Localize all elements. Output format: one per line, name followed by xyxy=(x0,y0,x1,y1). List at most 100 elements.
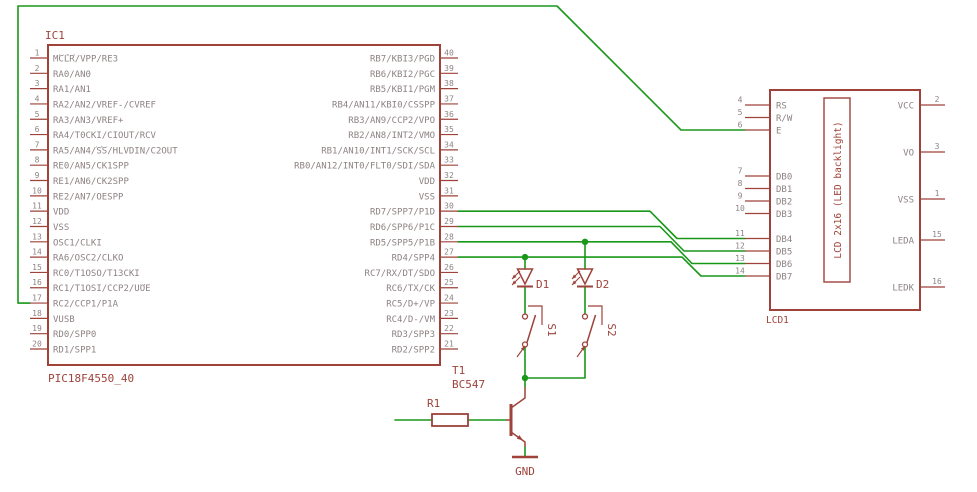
pin-name: LEDA xyxy=(892,237,914,247)
pin-name: DB4 xyxy=(776,235,792,245)
pin-number: 7 xyxy=(738,167,743,176)
switch-actuator xyxy=(528,305,543,325)
pin-number: 24 xyxy=(444,294,454,303)
pin-name: RC2/CCP1/P1A xyxy=(53,300,119,310)
pin-name: RC4/D-/VM xyxy=(386,315,435,325)
pin-name: RD7/SPP7/P1D xyxy=(370,208,435,218)
switch-contact xyxy=(581,313,589,320)
pin-name: RB0/AN12/INT0/FLT0/SDI/SDA xyxy=(294,162,435,172)
pin-number: 23 xyxy=(444,309,454,318)
ic1-value-label: PIC18F4550_40 xyxy=(48,372,134,385)
pin-name: RD2/SPP2 xyxy=(392,346,435,356)
pin-name: RD0/SPP0 xyxy=(53,330,96,340)
junction-dot xyxy=(521,253,529,261)
t1-ref-label: T1 xyxy=(452,364,465,377)
junction-dot xyxy=(521,374,529,382)
pin-name: VSS xyxy=(419,192,435,202)
pin-name: RE0/AN5/CK1SPP xyxy=(53,162,129,172)
lcd1-value-label: LCD 2x16 (LED backlight) xyxy=(833,121,844,258)
d2-ref-label: D2 xyxy=(596,278,609,291)
pin-name: VDD xyxy=(53,208,69,218)
switch-actuator xyxy=(588,305,603,325)
pin-name: OSC1/CLKI xyxy=(53,238,102,248)
pin-name: DB1 xyxy=(776,185,792,195)
ic1-ref-label: IC1 xyxy=(45,29,65,42)
pin-name: DB2 xyxy=(776,198,792,208)
switch-contact xyxy=(521,341,529,348)
pin-name: RA2/AN2/VREF-/CVREF xyxy=(53,100,156,110)
label-layer: IC1 PIC18F4550_40 LCD1 LCD 2x16 (LED bac… xyxy=(45,29,844,478)
pin-name: RD4/SPP4 xyxy=(392,254,435,264)
transistor-emitter-arrow xyxy=(516,435,523,441)
pin-number: 32 xyxy=(444,171,454,180)
s1-ref-label: S1 xyxy=(545,323,558,336)
pin-number: 10 xyxy=(735,204,745,213)
pin-number: 15 xyxy=(32,263,42,272)
led-triangle xyxy=(576,268,594,286)
t1-value-label: BC547 xyxy=(452,378,485,391)
pin-number: 36 xyxy=(444,110,454,119)
lcd1-box xyxy=(769,89,921,311)
r1-ref-label: R1 xyxy=(427,397,440,410)
d1-ref-label: D1 xyxy=(536,278,549,291)
pin-name: RA4/T0CKI/CIOUT/RCV xyxy=(53,131,157,141)
pin-name: VUSB xyxy=(53,315,75,325)
pin-name: RS xyxy=(776,102,787,112)
wire xyxy=(457,210,746,240)
pin-number: 19 xyxy=(32,324,42,333)
switch-actuation-arrow-head xyxy=(580,346,585,351)
pin-number: 1 xyxy=(935,189,940,198)
led-emission-arrow-head xyxy=(572,274,577,279)
pin-number: 7 xyxy=(35,140,40,149)
pin-name: VCC xyxy=(898,102,914,112)
led-emission-arrow-head xyxy=(572,280,577,285)
pin-number: 37 xyxy=(444,94,454,103)
pin-number: 3 xyxy=(35,79,40,88)
pin-name: RA0/AN0 xyxy=(53,70,91,80)
pin-number: 5 xyxy=(35,110,40,119)
pin-number: 40 xyxy=(444,49,454,58)
pin-number: 16 xyxy=(932,277,942,286)
pin-layer: 1MCLR/VPP/RE340RB7/KBI3/PGD2RA0/AN039RB6… xyxy=(30,49,945,356)
pin-number: 38 xyxy=(444,79,454,88)
pin-name: VSS xyxy=(898,196,914,206)
pin-number: 26 xyxy=(444,263,454,272)
pin-number: 13 xyxy=(32,232,42,241)
ic1-box xyxy=(47,44,441,366)
led-emission-arrow-head xyxy=(512,274,517,279)
wire xyxy=(524,346,586,379)
pin-name: MCLR/VPP/RE3 xyxy=(53,55,118,65)
pin-number: 34 xyxy=(444,140,454,149)
junction-dot xyxy=(581,238,589,245)
pin-number: 5 xyxy=(738,108,743,117)
pin-number: 21 xyxy=(444,340,454,349)
switch-lever xyxy=(586,314,597,343)
led-emission-arrow-head xyxy=(512,280,517,285)
pin-number: 12 xyxy=(735,242,745,251)
pin-name: RB6/KBI2/PGC xyxy=(370,70,435,80)
pin-name: LEDK xyxy=(892,284,914,294)
lcd1-ref-label: LCD1 xyxy=(766,315,789,326)
pin-number: 11 xyxy=(32,202,42,211)
switch-actuation-arrow-head xyxy=(520,346,525,351)
gnd-label: GND xyxy=(515,465,535,478)
pin-number: 25 xyxy=(444,278,454,287)
pin-name: DB3 xyxy=(776,210,792,220)
pin-name: RC6/TX/CK xyxy=(386,284,435,294)
pin-name: RB7/KBI3/PGD xyxy=(370,55,435,65)
pin-number: 22 xyxy=(444,324,454,333)
pin-name: RA5/AN4/SS/HLVDIN/C2OUT xyxy=(53,146,178,156)
pin-name: RA6/OSC2/CLKO xyxy=(53,254,123,264)
wire xyxy=(457,241,746,265)
wire xyxy=(457,225,746,252)
wire xyxy=(17,5,746,304)
symbol-layer xyxy=(47,44,921,459)
switch-lever xyxy=(526,314,537,343)
pin-number: 3 xyxy=(935,142,940,151)
pin-name: RA1/AN1 xyxy=(53,85,91,95)
pin-name: RC5/D+/VP xyxy=(386,300,435,310)
pin-number: 6 xyxy=(35,125,40,134)
pin-number: 29 xyxy=(444,217,454,226)
pin-number: 4 xyxy=(35,94,40,103)
pin-number: 14 xyxy=(32,248,42,257)
